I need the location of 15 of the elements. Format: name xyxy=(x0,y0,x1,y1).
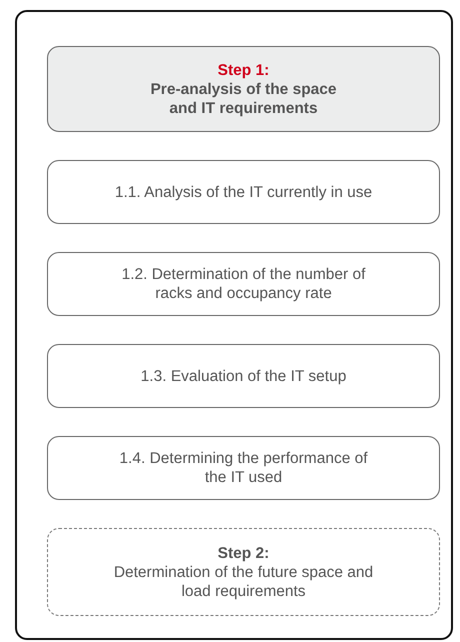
step-heading: Step 1: xyxy=(218,60,270,80)
step-box xyxy=(47,46,440,132)
process-box xyxy=(47,436,440,500)
step-text: Determination of the future space and load requirements xyxy=(112,562,374,600)
step-box xyxy=(47,528,440,616)
step-heading: Step 2: xyxy=(218,544,270,562)
process-box xyxy=(47,344,440,408)
process-box xyxy=(47,252,440,316)
process-box xyxy=(47,160,440,224)
step-text: 1.3. Evaluation of the IT setup xyxy=(140,366,346,386)
step-text: 1.2. Determination of the number of racks and occupancy rate xyxy=(120,265,366,303)
frame-panel xyxy=(15,10,453,640)
step-text: 1.1. Analysis of the IT currently in use xyxy=(114,182,372,202)
step-text: Pre-analysis of the space and IT requirements xyxy=(149,80,338,118)
step-text: 1.4. Determining the performance of the IT used xyxy=(118,449,368,487)
